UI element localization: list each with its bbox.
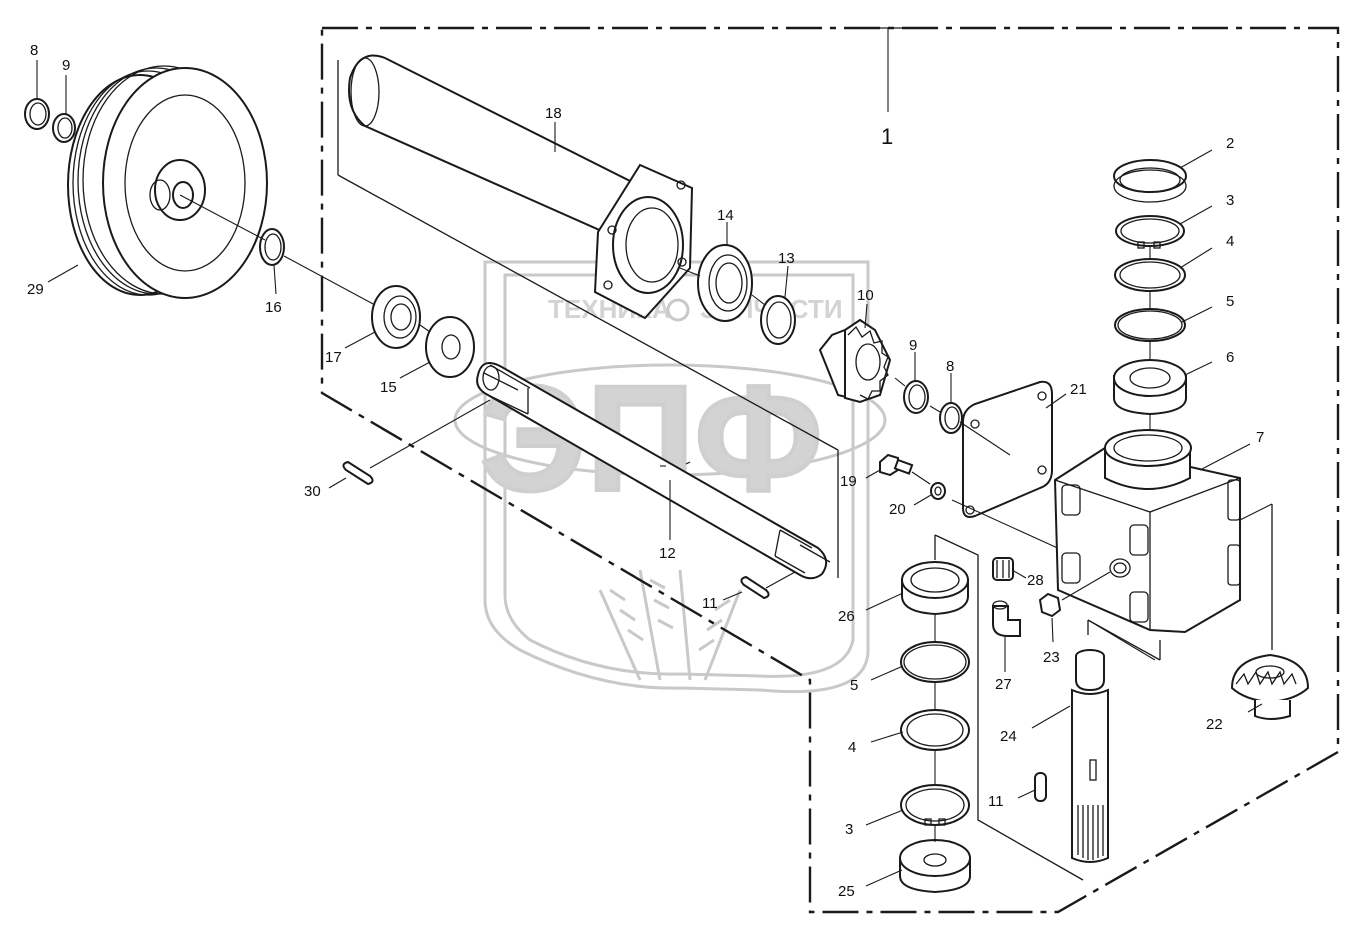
watermark-logo: ЭПФ	[480, 354, 823, 522]
callout-23: 23	[1043, 649, 1060, 666]
ring-4-lower	[900, 709, 970, 751]
wheat-icon	[598, 569, 742, 681]
callout-9-left: 9	[62, 57, 70, 74]
callout-4-lower: 4	[848, 739, 856, 756]
callouts: 1 2 3 4 5 6 7 8 9 29 16 17 15 18 14 13 1…	[27, 42, 1264, 900]
ring-13	[760, 295, 796, 345]
callout-14: 14	[717, 207, 734, 224]
assembly-boundary	[320, 26, 1340, 914]
callout-11-shaft: 11	[702, 595, 718, 612]
callout-5-upper: 5	[1226, 293, 1234, 310]
bearing-26	[901, 561, 969, 616]
callout-30: 30	[304, 483, 321, 500]
callout-28: 28	[1027, 572, 1044, 589]
callout-17: 17	[325, 349, 342, 366]
ring-9-right	[903, 380, 929, 414]
ring-4-upper	[1114, 258, 1186, 292]
gear-icon	[666, 298, 690, 322]
callout-19: 19	[840, 473, 857, 490]
callout-18: 18	[545, 105, 562, 122]
callout-9-right: 9	[909, 337, 917, 354]
watermark: ТЕХНИКА ЗАПЧАСТИ ЭПФ	[453, 260, 887, 694]
callout-1: 1	[881, 124, 893, 149]
bearing-6	[1113, 359, 1187, 416]
callout-10: 10	[857, 287, 874, 304]
key-11-vertical	[1034, 772, 1047, 802]
gasket-21	[961, 380, 1053, 518]
callout-8-left: 8	[30, 42, 38, 59]
callout-12: 12	[659, 545, 676, 562]
spacer-15	[425, 316, 475, 378]
bevel-gear-10	[818, 318, 892, 404]
housing-tube-18	[337, 54, 839, 578]
ring-9-left	[52, 113, 76, 143]
elbow-27	[992, 600, 1021, 637]
circlip-3-upper	[1115, 215, 1185, 249]
callout-20: 20	[889, 501, 906, 518]
shaft-12	[476, 362, 831, 580]
washer-25	[899, 839, 971, 894]
callout-22: 22	[1206, 716, 1223, 733]
callout-7: 7	[1256, 429, 1264, 446]
bolt-19	[879, 453, 914, 477]
bearing-14	[697, 244, 753, 322]
callout-29: 29	[27, 281, 44, 298]
circlip-3-lower	[900, 784, 970, 826]
bearing-17	[371, 285, 421, 349]
callout-4-upper: 4	[1226, 233, 1234, 250]
callout-25: 25	[838, 883, 855, 900]
ring-5-lower	[900, 641, 970, 683]
callout-5-lower: 5	[850, 677, 858, 694]
callout-15: 15	[380, 379, 397, 396]
callout-11-vertical: 11	[988, 793, 1004, 810]
plug-23	[1038, 592, 1062, 618]
callout-2: 2	[1226, 135, 1234, 152]
ring-16	[259, 228, 285, 266]
callout-8-right: 8	[946, 358, 954, 375]
callout-24: 24	[1000, 728, 1017, 745]
washer-20	[930, 482, 946, 500]
callout-3-lower: 3	[845, 821, 853, 838]
callout-21: 21	[1070, 381, 1087, 398]
callout-3-upper: 3	[1226, 192, 1234, 209]
vertical-shaft-24	[1071, 649, 1109, 863]
pulley	[67, 65, 268, 299]
ring-8-left	[24, 98, 50, 130]
bevel-gear-22	[1230, 653, 1310, 720]
callout-16: 16	[265, 299, 282, 316]
key-30	[342, 460, 374, 486]
callout-13: 13	[778, 250, 795, 267]
ring-8-right	[939, 402, 963, 434]
callout-26: 26	[838, 608, 855, 625]
ring-2	[1113, 159, 1187, 203]
gearbox-housing-7	[1053, 429, 1241, 634]
breather-28	[992, 557, 1014, 581]
callout-6: 6	[1226, 349, 1234, 366]
callout-27: 27	[995, 676, 1012, 693]
ring-5-upper	[1114, 308, 1186, 342]
key-11	[740, 575, 770, 600]
